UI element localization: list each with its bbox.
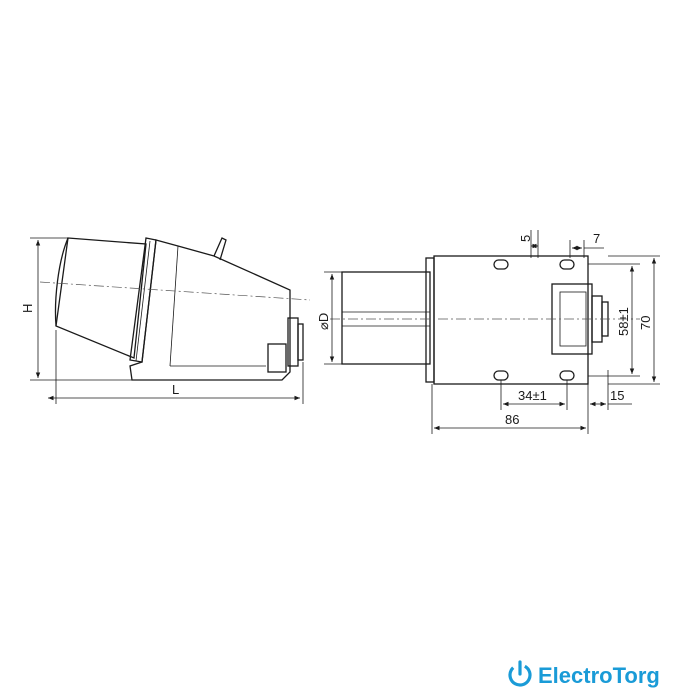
socket-cylinder-front — [54, 237, 69, 327]
latch-lever — [213, 237, 227, 261]
brand-logo: ElectroTorg — [508, 660, 660, 688]
mounting-slot — [559, 259, 575, 270]
housing-body — [129, 239, 291, 381]
height-label: H — [20, 304, 35, 313]
mounting-slot — [559, 370, 575, 381]
front-housing — [433, 255, 589, 385]
logo-text: ElectroTorg — [538, 663, 660, 688]
dim-70: 70 — [638, 316, 653, 330]
mounting-slot — [493, 259, 509, 270]
front-cylinder — [341, 271, 431, 365]
power-icon — [508, 663, 532, 687]
dim-58: 58±1 — [616, 307, 631, 336]
dim-5: 5 — [518, 235, 533, 242]
diameter-label: ⌀D — [316, 313, 331, 330]
socket-cylinder — [55, 237, 147, 359]
length-label: L — [172, 382, 179, 397]
mounting-slot — [493, 370, 509, 381]
dim-86: 86 — [505, 412, 519, 427]
dim-7: 7 — [593, 231, 600, 246]
cable-gland — [267, 343, 287, 373]
dim-15: 15 — [610, 388, 624, 403]
front-view: ⌀D 5 7 58±1 70 34±1 15 — [316, 230, 660, 434]
side-view: H L — [20, 237, 311, 404]
dim-34: 34±1 — [518, 388, 547, 403]
